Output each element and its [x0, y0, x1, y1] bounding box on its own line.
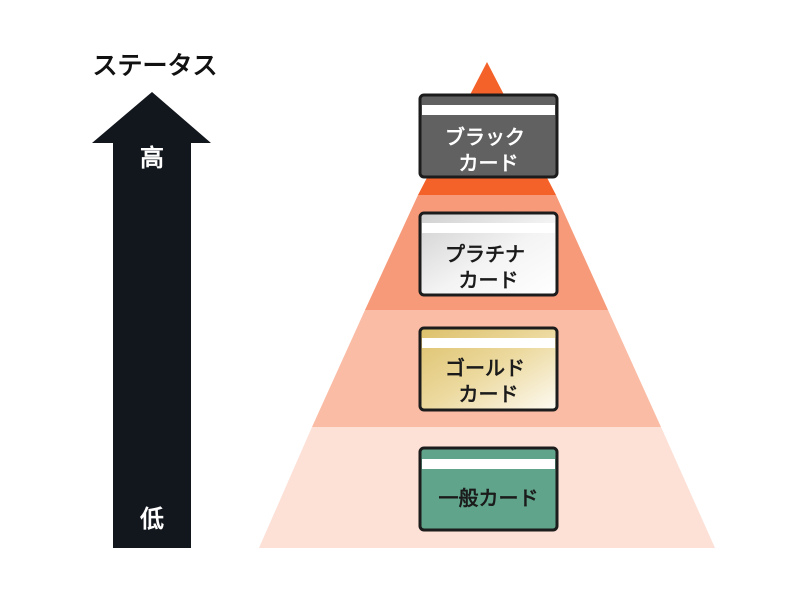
status-axis-title: ステータス	[92, 51, 217, 80]
general-card-stripe	[422, 459, 555, 469]
svg-text:ゴールド カード: ゴールド カード	[445, 356, 532, 406]
black-card-label-line-1: ブラック	[445, 125, 525, 149]
platinum-card: プラチナ カード	[418, 211, 559, 297]
status-high-label: 高	[140, 144, 164, 172]
black-card-label-line-2: カード	[459, 151, 519, 175]
svg-text:プラチナ カード: プラチナ カード	[445, 242, 532, 292]
gold-card: ゴールド カード	[418, 326, 559, 412]
general-card-label: 一般カード	[439, 486, 539, 510]
black-card-body	[418, 93, 559, 179]
status-low-label: 低	[139, 505, 164, 533]
black-card: ブラック カード	[418, 93, 559, 179]
platinum-card-body	[418, 211, 559, 297]
svg-text:ブラック カード: ブラック カード	[445, 125, 532, 175]
status-up-arrow-icon	[92, 92, 211, 548]
gold-card-label-line-2: カード	[459, 382, 519, 406]
svg-text:一般カード: 一般カード	[439, 486, 539, 510]
gold-card-stripe	[422, 338, 555, 348]
platinum-card-label-line-2: カード	[459, 268, 519, 292]
platinum-card-label-line-1: プラチナ	[445, 242, 525, 266]
black-card-stripe	[422, 105, 555, 115]
general-card: 一般カード	[418, 446, 559, 532]
platinum-card-stripe	[422, 223, 555, 233]
gold-card-label-line-1: ゴールド	[445, 356, 525, 380]
gold-card-body	[418, 326, 559, 412]
